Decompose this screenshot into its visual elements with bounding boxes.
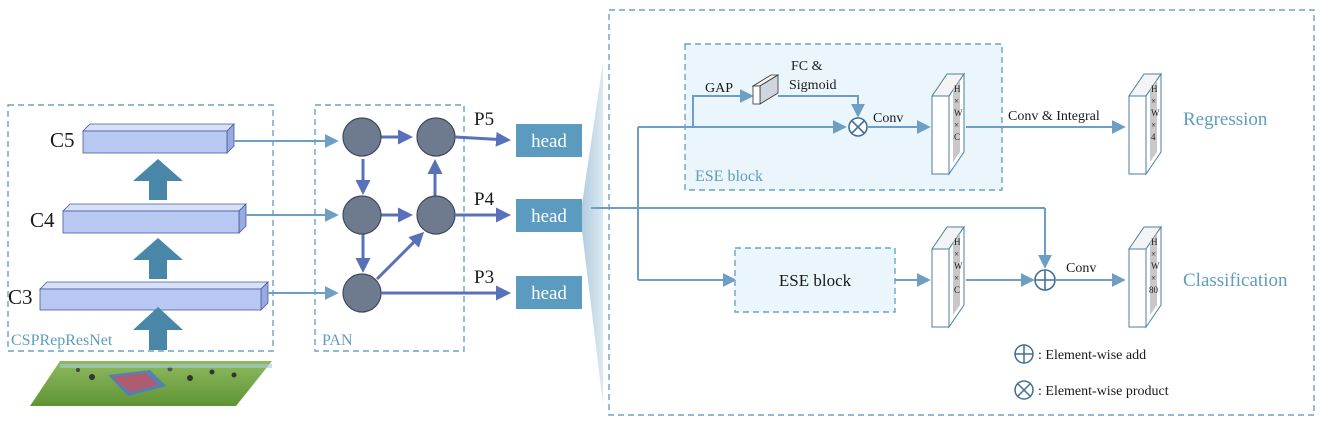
tensor-hwc-bottom bbox=[931, 225, 965, 329]
head-label-p4: head bbox=[531, 206, 567, 227]
p5-to-head-arrow bbox=[454, 131, 511, 147]
fc-label-line1: FC & bbox=[791, 59, 823, 74]
p3-label: P3 bbox=[474, 267, 494, 288]
tensor-regression bbox=[1128, 72, 1162, 176]
ese-block-expanded-label: ESE block bbox=[695, 168, 763, 185]
backbone-box bbox=[7, 104, 274, 352]
classification-label: Classification bbox=[1183, 270, 1288, 291]
gap-arrow bbox=[692, 89, 754, 127]
tensor-hwc-top-text: H × W × C bbox=[954, 84, 965, 142]
conv-integral-label: Conv & Integral bbox=[1008, 109, 1100, 124]
c3-feature-bar bbox=[39, 281, 269, 311]
c4-feature-bar bbox=[62, 203, 247, 234]
legend-add-icon bbox=[1014, 344, 1034, 364]
pan-node-c5-td bbox=[342, 117, 382, 157]
legend-product-label: : Element-wise product bbox=[1038, 384, 1169, 399]
fc-label-line2: Sigmoid bbox=[789, 78, 836, 93]
tensor-regression-text: H × W × 4 bbox=[1151, 84, 1162, 142]
backbone-name-label: CSPRepResNet bbox=[11, 332, 113, 349]
pan-node-p3 bbox=[342, 273, 382, 313]
fc-sigmoid-cuboid bbox=[751, 74, 780, 105]
ese-block-collapsed-label: ESE block bbox=[779, 271, 852, 290]
conv-label-cls: Conv bbox=[1066, 261, 1096, 276]
p4-label: P4 bbox=[474, 189, 495, 210]
c5-feature-bar bbox=[82, 123, 235, 154]
elementwise-product-icon bbox=[848, 117, 868, 137]
pan-bottomup-arrow-1 bbox=[375, 231, 425, 281]
ese-block-collapsed bbox=[734, 247, 896, 313]
legend-product-icon bbox=[1014, 380, 1034, 400]
gap-label: GAP bbox=[705, 81, 733, 96]
input-up-arrow bbox=[133, 307, 183, 350]
c3-to-c4-arrow bbox=[133, 238, 183, 279]
sigmoid-to-product-arrow bbox=[778, 95, 865, 118]
tensor-hwc-top bbox=[931, 72, 965, 176]
pan-node-p5 bbox=[416, 117, 456, 157]
c4-label: C4 bbox=[30, 208, 55, 232]
elementwise-add-icon bbox=[1034, 269, 1056, 291]
head-box-p3 bbox=[516, 276, 582, 309]
head-label-p5: head bbox=[531, 131, 567, 152]
c4-to-c5-arrow bbox=[133, 159, 183, 200]
head-box-p5 bbox=[516, 124, 582, 157]
regression-label: Regression bbox=[1183, 109, 1268, 130]
head-detail-box bbox=[608, 9, 1315, 416]
pan-box bbox=[314, 104, 465, 352]
input-image bbox=[30, 361, 272, 406]
pan-node-p4 bbox=[416, 195, 456, 235]
tensor-classification-text: H × W × 80 bbox=[1149, 237, 1162, 295]
tensor-hwc-bottom-text: H × W × C bbox=[954, 237, 965, 295]
pan-node-c4-td bbox=[342, 195, 382, 235]
head-box-p4 bbox=[516, 199, 582, 232]
c3-label: C3 bbox=[8, 285, 33, 309]
head-expansion-fan bbox=[582, 62, 603, 404]
pan-name-label: PAN bbox=[322, 332, 353, 349]
c5-label: C5 bbox=[50, 128, 75, 152]
head-label-p3: head bbox=[531, 283, 567, 304]
conv-label-ese: Conv bbox=[873, 111, 903, 126]
legend-add-label: : Element-wise add bbox=[1038, 348, 1146, 363]
p5-label: P5 bbox=[474, 109, 494, 130]
tensor-classification bbox=[1128, 225, 1162, 329]
